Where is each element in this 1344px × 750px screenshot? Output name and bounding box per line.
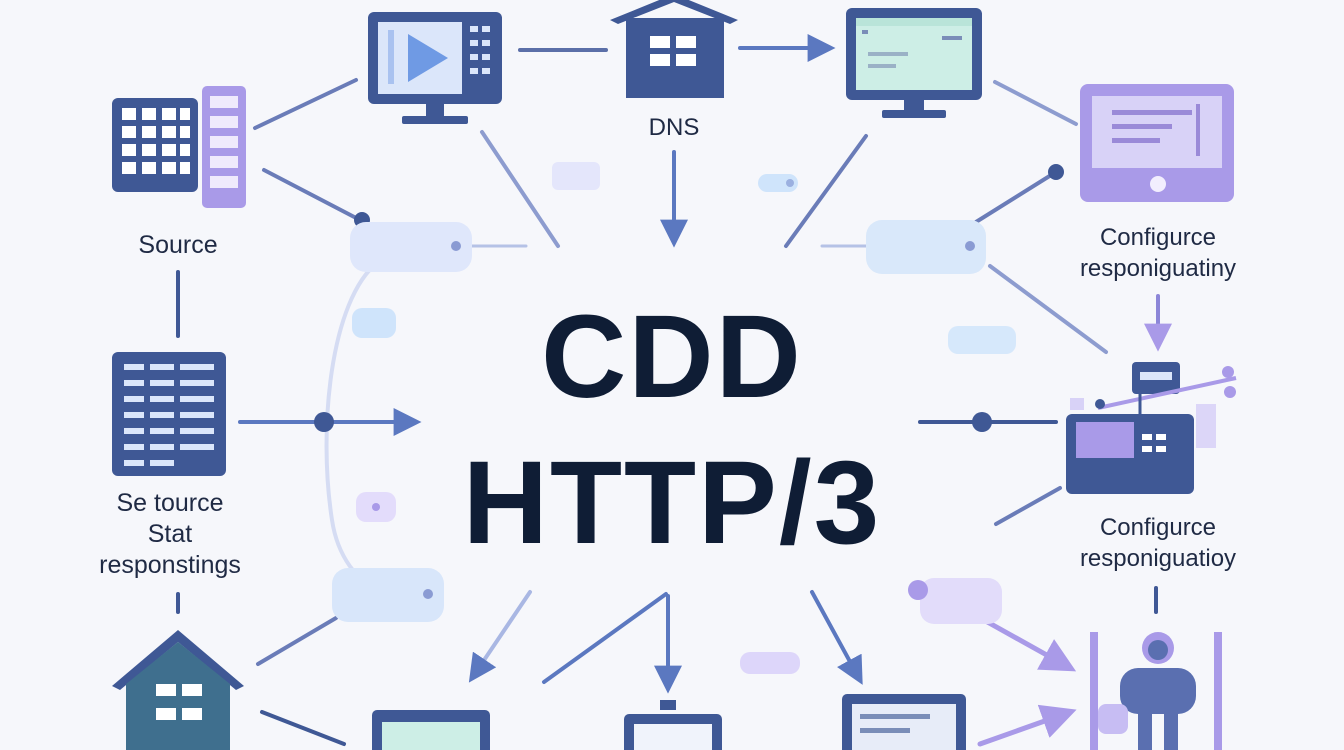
house-icon xyxy=(610,0,738,98)
title-line-1: CDD xyxy=(541,291,803,423)
title-line-2: HTTP/3 xyxy=(462,437,882,569)
source-label: Source xyxy=(138,231,218,259)
bottom-monitor-icon xyxy=(372,710,490,750)
dns-label: DNS xyxy=(648,114,700,141)
web-monitor-icon xyxy=(846,8,982,118)
house-icon xyxy=(112,630,244,750)
network-device-icon xyxy=(1066,362,1237,494)
person-icon xyxy=(1090,632,1222,750)
workstation-icon xyxy=(842,694,966,750)
tablet-icon xyxy=(1080,84,1234,202)
configure-bottom-label: Configurce responiguatioy xyxy=(1079,514,1237,572)
floating-tags xyxy=(332,162,1016,674)
table-panel-icon xyxy=(112,352,226,476)
configure-top-label: Configu­rce responiguatiny xyxy=(1079,224,1237,282)
media-monitor-icon xyxy=(368,12,502,124)
calculator-grid-icon xyxy=(112,86,246,208)
source-stat-label: Se tource Stat responstings xyxy=(99,489,241,579)
server-box-icon xyxy=(624,700,722,750)
